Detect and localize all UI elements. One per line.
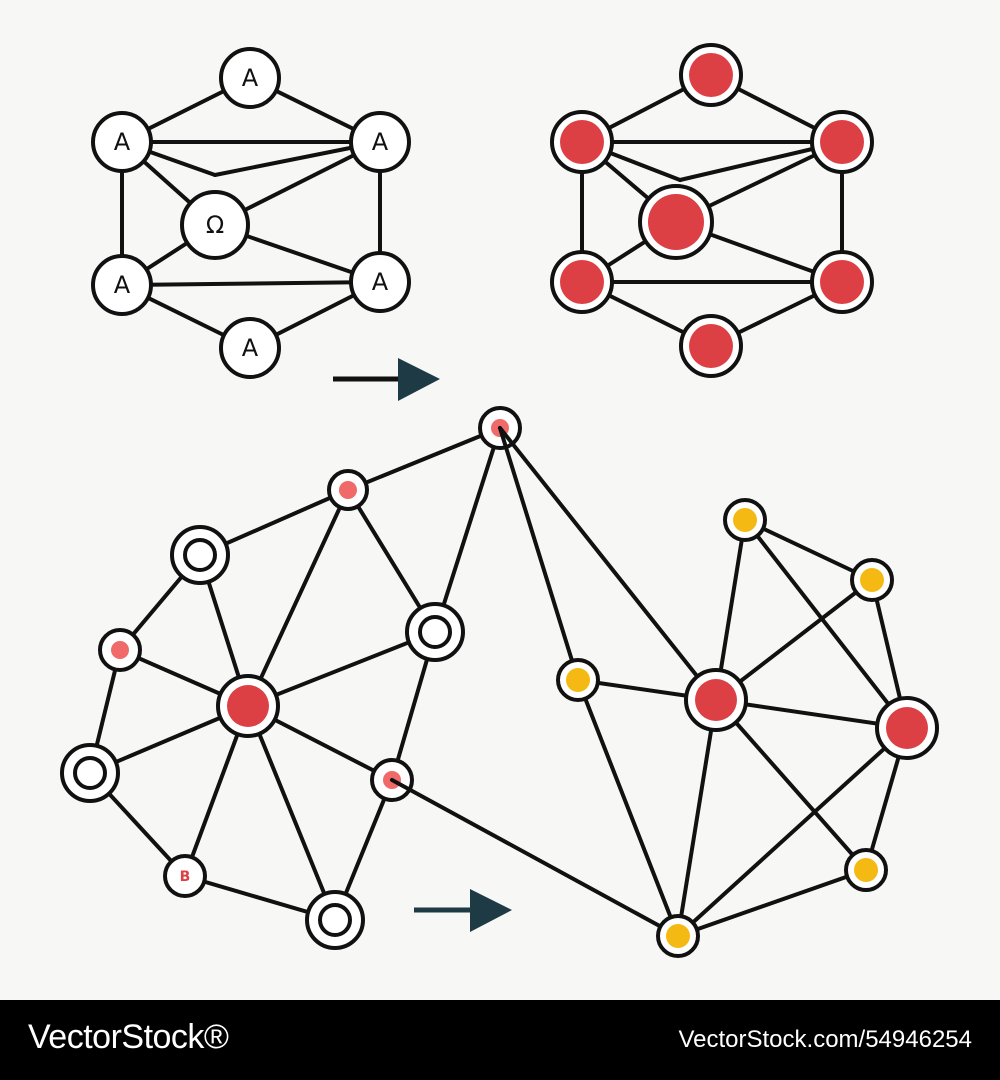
br-node-top bbox=[723, 498, 767, 542]
node-label: Ω bbox=[206, 211, 224, 239]
watermark-image-id: VectorStock.com/54946254 bbox=[678, 1026, 972, 1053]
top-left-network: A A A Ω A A A bbox=[91, 47, 411, 379]
tl-node-upper-left: A bbox=[91, 111, 153, 173]
network-diagram: A A A Ω A A A bbox=[60, 43, 939, 958]
tr-node-center bbox=[638, 184, 714, 260]
node-label: B bbox=[180, 869, 191, 885]
bl-node-hub bbox=[216, 674, 280, 738]
tr-node-top bbox=[679, 43, 743, 107]
arrow-right-icon bbox=[414, 889, 512, 932]
arrow-right-icon bbox=[333, 358, 440, 401]
node-label: A bbox=[114, 271, 131, 299]
tr-node-lower-left bbox=[550, 250, 614, 314]
br-node-left bbox=[556, 658, 600, 702]
bottom-right-network bbox=[556, 498, 939, 958]
br-node-hub bbox=[684, 668, 748, 732]
node-label: A bbox=[372, 128, 389, 156]
bl-node-right bbox=[405, 602, 465, 662]
watermark-bar: VectorStock® VectorStock.com/54946254 bbox=[0, 1000, 1000, 1080]
bl-node-upper bbox=[327, 469, 369, 511]
node-label: A bbox=[242, 64, 259, 92]
tl-node-bottom: A bbox=[219, 317, 281, 379]
tr-node-upper-left bbox=[550, 110, 614, 174]
bl-node-b: B bbox=[163, 854, 207, 898]
tl-node-lower-right: A bbox=[349, 251, 411, 313]
top-right-network bbox=[550, 43, 874, 378]
bl-node-upper-left bbox=[170, 525, 230, 585]
node-label: A bbox=[114, 128, 131, 156]
bridge-edges bbox=[390, 426, 718, 938]
tl-node-upper-right: A bbox=[349, 111, 411, 173]
br-node-lower-right bbox=[844, 848, 888, 892]
tl-node-top: A bbox=[219, 47, 281, 109]
bl-node-far-left bbox=[60, 743, 120, 803]
bottom-left-network: B bbox=[60, 406, 522, 950]
br-node-right bbox=[875, 696, 939, 760]
tl-node-center: Ω bbox=[180, 190, 250, 260]
tr-node-upper-right bbox=[810, 110, 874, 174]
watermark-brand: VectorStock® bbox=[28, 1018, 229, 1056]
bl-node-left bbox=[98, 628, 142, 672]
node-label: A bbox=[242, 334, 259, 362]
br-node-upper-right bbox=[850, 558, 894, 602]
bl-node-bottom bbox=[305, 890, 365, 950]
tr-node-bottom bbox=[679, 314, 743, 378]
node-label: A bbox=[372, 268, 389, 296]
tr-node-lower-right bbox=[810, 250, 874, 314]
tl-node-lower-left: A bbox=[91, 254, 153, 316]
br-node-bottom bbox=[656, 914, 700, 958]
